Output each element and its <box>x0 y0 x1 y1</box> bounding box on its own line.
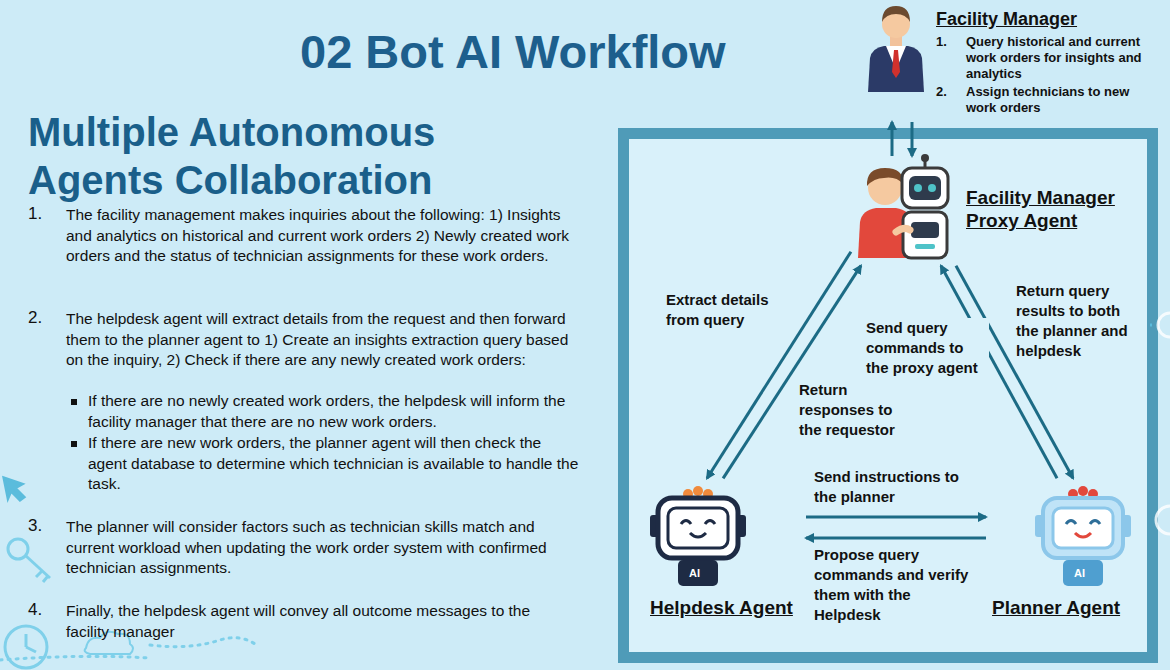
planner-agent-node: Planner Agent <box>988 480 1136 623</box>
manager-node: Facility Manager 1.Query historical and c… <box>862 4 1166 120</box>
node-heading-holder: Facility Manager <box>936 8 1077 30</box>
helpdesk-robot <box>650 486 746 586</box>
edge-label-holder: Send query commands to the proxy agent <box>864 318 989 378</box>
list-number: 2. <box>936 84 962 100</box>
planner-robot <box>1035 486 1131 586</box>
node-heading-holder: Planner Agent <box>992 596 1120 619</box>
connector-arrow <box>911 122 914 156</box>
robot-badge: AI <box>689 567 700 580</box>
connector-arrow <box>891 122 894 156</box>
bullet-text-holder: If there are new work orders, the planne… <box>88 433 583 495</box>
connector-arrow <box>707 252 851 479</box>
list-number-holder: 1. <box>936 34 962 50</box>
bullet-text: If there are no newly created work order… <box>88 391 583 432</box>
list-text-holder: Query historical and current work orders… <box>966 34 1162 82</box>
list-number: 1. <box>936 34 962 50</box>
step-text-holder: The facility management makes inquiries … <box>66 205 571 267</box>
agent-frame <box>624 134 1153 658</box>
step-number: 2. <box>28 307 58 329</box>
edge-label: Send query commands to the proxy agent <box>864 318 989 378</box>
step-text-holder: The planner will consider factors such a… <box>66 517 571 579</box>
list-text: Query historical and current work orders… <box>966 34 1162 82</box>
list-text: Assign technicians to new work orders <box>966 84 1162 116</box>
step-text: The facility management makes inquiries … <box>66 205 571 267</box>
edge-label-holder: Propose query commands and verify them w… <box>812 545 977 625</box>
connector-arrow <box>806 516 986 519</box>
edge-label-holder: Return query results to both the planner… <box>1014 281 1146 361</box>
node-heading: Facility Manager Proxy Agent <box>966 186 1131 232</box>
bullet-text: If there are new work orders, the planne… <box>88 433 583 495</box>
list-number-holder: 2. <box>936 84 962 100</box>
manager-icon <box>868 6 924 92</box>
bullet-text-holder: If there are no newly created work order… <box>88 391 583 432</box>
edge-label-holder: Send instructions to the planner <box>812 467 984 507</box>
step-number-holder: 1. <box>28 203 58 225</box>
section-heading-holder: Multiple Autonomous Agents Collaboration <box>28 108 548 204</box>
connector-arrow <box>806 537 986 540</box>
edge-label: Return responses to the requestor <box>797 380 915 440</box>
node-heading: Helpdesk Agent <box>650 596 793 619</box>
robot-badge: AI <box>1074 567 1085 580</box>
step-text: The planner will consider factors such a… <box>66 517 571 579</box>
proxy-icon <box>858 154 948 258</box>
node-heading-holder: Helpdesk Agent <box>650 596 793 619</box>
step-number: 4. <box>28 599 58 621</box>
step-number-holder: 2. <box>28 307 58 329</box>
step-number-holder: 3. <box>28 515 58 537</box>
step-text: The helpdesk agent will extract details … <box>66 309 571 371</box>
node-heading: Facility Manager <box>936 8 1077 30</box>
bullet <box>71 399 77 405</box>
step-text: Finally, the helpdesk agent will convey … <box>66 601 571 642</box>
step-number: 3. <box>28 515 58 537</box>
node-heading-holder: Facility Manager Proxy Agent <box>966 186 1131 232</box>
proxy-agent-node: Facility Manager Proxy Agent <box>852 158 1135 264</box>
list-text-holder: Assign technicians to new work orders <box>966 84 1162 116</box>
edge-label-holder: Extract details from query <box>664 290 799 330</box>
edge-label: Propose query commands and verify them w… <box>812 545 977 625</box>
title-holder: 02 Bot AI Workflow <box>300 24 726 80</box>
step-text-holder: Finally, the helpdesk agent will convey … <box>66 601 571 642</box>
title: 02 Bot AI Workflow <box>300 24 726 80</box>
helpdesk-agent-node: Helpdesk Agent <box>648 480 804 623</box>
edge-label: Extract details from query <box>664 290 799 330</box>
bullet <box>71 441 77 447</box>
edge-label-holder: Return responses to the requestor <box>797 380 915 440</box>
robot-badge-holder: AI <box>1074 567 1085 580</box>
step-text-holder: The helpdesk agent will extract details … <box>66 309 571 371</box>
robot-badge-holder: AI <box>689 567 700 580</box>
section-heading: Multiple Autonomous Agents Collaboration <box>28 108 548 204</box>
step-number-holder: 4. <box>28 599 58 621</box>
step-number: 1. <box>28 203 58 225</box>
edge-label: Return query results to both the planner… <box>1014 281 1146 361</box>
edge-label: Send instructions to the planner <box>812 467 984 507</box>
node-heading: Planner Agent <box>992 596 1120 619</box>
